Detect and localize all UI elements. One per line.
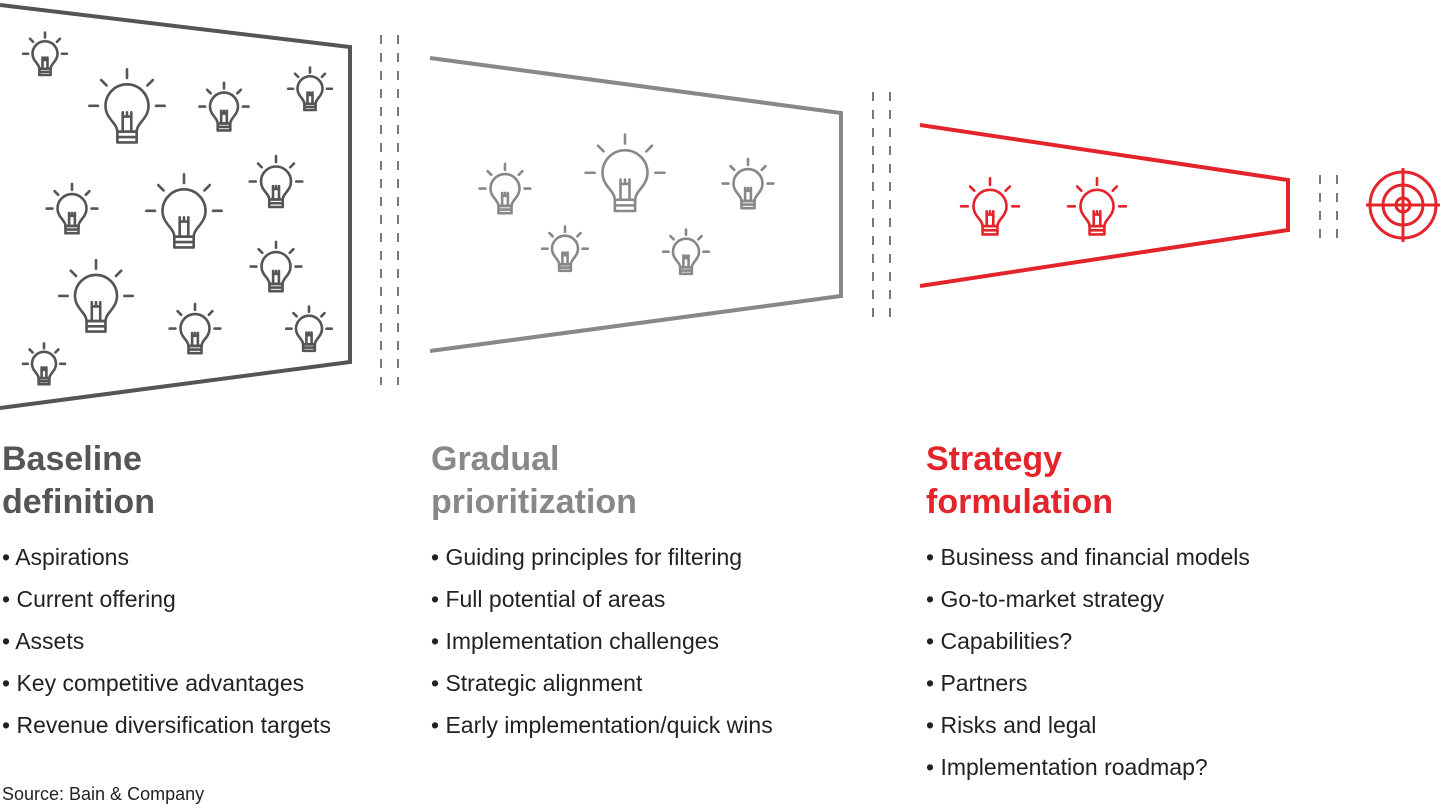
bullet-list: Business and financial models Go-to-mark…	[926, 536, 1250, 788]
list-item: Guiding principles for filtering	[431, 536, 773, 578]
lightbulb-icon	[287, 66, 333, 111]
title-line: definition	[2, 483, 155, 521]
list-item: Implementation roadmap?	[926, 746, 1250, 788]
list-item: Implementation challenges	[431, 620, 773, 662]
baseline-funnel	[0, 3, 352, 410]
lightbulb-icon	[584, 133, 666, 213]
lightbulb-icon	[45, 182, 99, 235]
list-item: Risks and legal	[926, 704, 1250, 746]
stage-title: Gradual prioritization	[431, 438, 773, 524]
lightbulb-icon	[22, 342, 66, 385]
target-icon	[1366, 168, 1440, 242]
title-line: Baseline	[2, 440, 142, 478]
lightbulb-icon	[541, 225, 589, 272]
lightbulb-icon	[478, 162, 532, 215]
list-item: Assets	[2, 620, 331, 662]
title-line: Strategy	[926, 440, 1063, 478]
bullet-list: Guiding principles for filtering Full po…	[431, 536, 773, 746]
title-line: prioritization	[431, 483, 637, 521]
stage-gradual: Gradual prioritization Guiding principles…	[431, 438, 773, 746]
separator-dashes	[380, 35, 1338, 385]
list-item: Full potential of areas	[431, 578, 773, 620]
lightbulb-icon	[144, 172, 224, 249]
list-item: Key competitive advantages	[2, 662, 331, 704]
lightbulb-icon	[960, 177, 1020, 236]
list-item: Go-to-market strategy	[926, 578, 1250, 620]
stage-strategy: Strategy formulation Business and financi…	[926, 438, 1250, 788]
bullet-list: Aspirations Current offering Assets Key …	[2, 536, 331, 746]
lightbulb-icon	[22, 31, 68, 76]
list-item: Revenue diversification targets	[2, 704, 331, 746]
lightbulb-icon	[249, 240, 303, 293]
list-item: Capabilities?	[926, 620, 1250, 662]
lightbulb-icon	[721, 157, 775, 210]
lightbulb-icon	[248, 155, 304, 208]
title-line: formulation	[926, 483, 1113, 521]
lightbulb-icon	[662, 228, 710, 275]
lightbulb-icon	[198, 81, 250, 132]
lightbulb-icon	[1067, 177, 1127, 236]
strategy-funnel	[919, 123, 1290, 288]
list-item: Partners	[926, 662, 1250, 704]
lightbulb-icon	[57, 258, 135, 333]
list-item: Strategic alignment	[431, 662, 773, 704]
stage-title: Strategy formulation	[926, 438, 1250, 524]
source-note: Source: Bain & Company	[2, 784, 205, 804]
list-item: Aspirations	[2, 536, 331, 578]
lightbulb-icon	[87, 67, 167, 144]
list-item: Business and financial models	[926, 536, 1249, 578]
gradual-funnel	[429, 56, 843, 353]
stage-title: Baseline definition	[2, 438, 331, 524]
stage-baseline: Baseline definition Aspirations Current o…	[2, 438, 331, 746]
funnel-diagram	[0, 3, 1440, 410]
list-item: Current offering	[2, 578, 331, 620]
lightbulb-icon	[285, 305, 333, 352]
title-line: Gradual	[431, 440, 560, 478]
list-item: Early implementation/quick wins	[431, 704, 772, 746]
lightbulb-icon	[168, 302, 222, 355]
